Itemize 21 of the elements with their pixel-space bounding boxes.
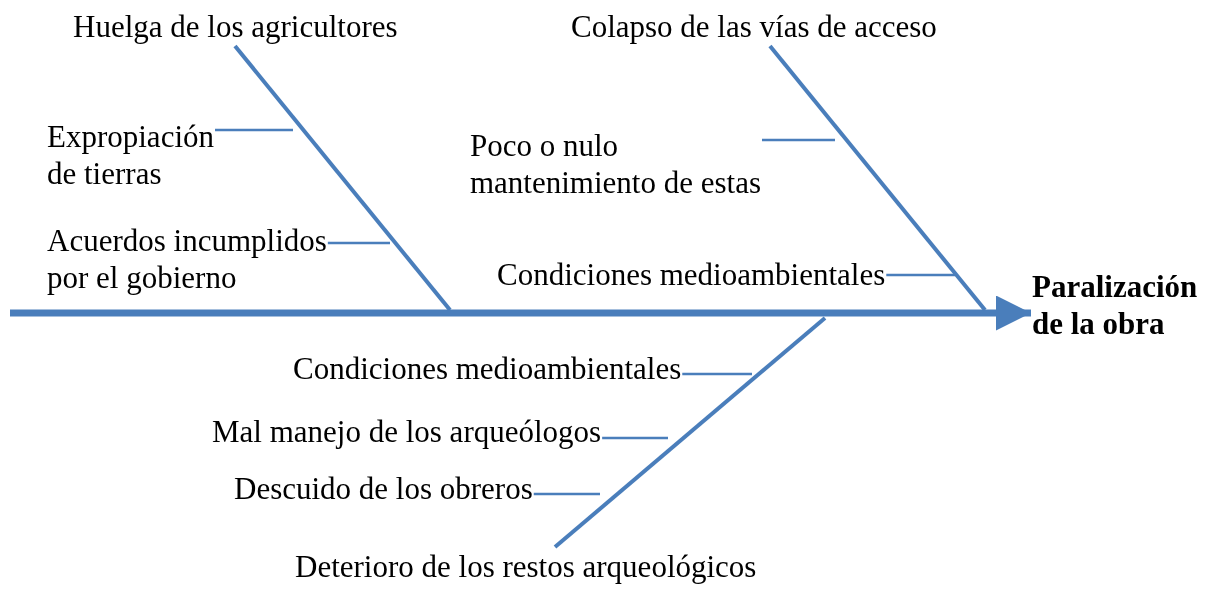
bone-line (233, 44, 452, 312)
cause-label: Mal manejo de los arqueólogos (212, 413, 602, 450)
effect-label: Paralización de la obra (1032, 268, 1207, 342)
cause-label: Descuido de los obreros (234, 470, 533, 507)
branch-line (533, 492, 600, 496)
cause-label: Condiciones medioambientales (293, 350, 682, 387)
cause-label: Condiciones medioambientales (497, 256, 886, 293)
branch-line (602, 436, 668, 440)
branch-line (762, 138, 835, 142)
branch-line (682, 372, 752, 376)
cause-label: Acuerdos incumplidos por el gobierno (47, 222, 347, 296)
cause-label: Expropiación de tierras (47, 118, 222, 192)
branch-line (886, 273, 955, 277)
cause-label: Poco o nulo mantenimiento de estas (470, 127, 780, 201)
category-label: Deterioro de los restos arqueológicos (295, 548, 757, 585)
bone-line (553, 316, 827, 549)
bone-line (768, 44, 987, 312)
branch-line (327, 241, 390, 245)
category-label: Huelga de los agricultores (73, 8, 398, 45)
category-label: Colapso de las vías de acceso (571, 8, 937, 45)
branch-line (215, 128, 293, 132)
